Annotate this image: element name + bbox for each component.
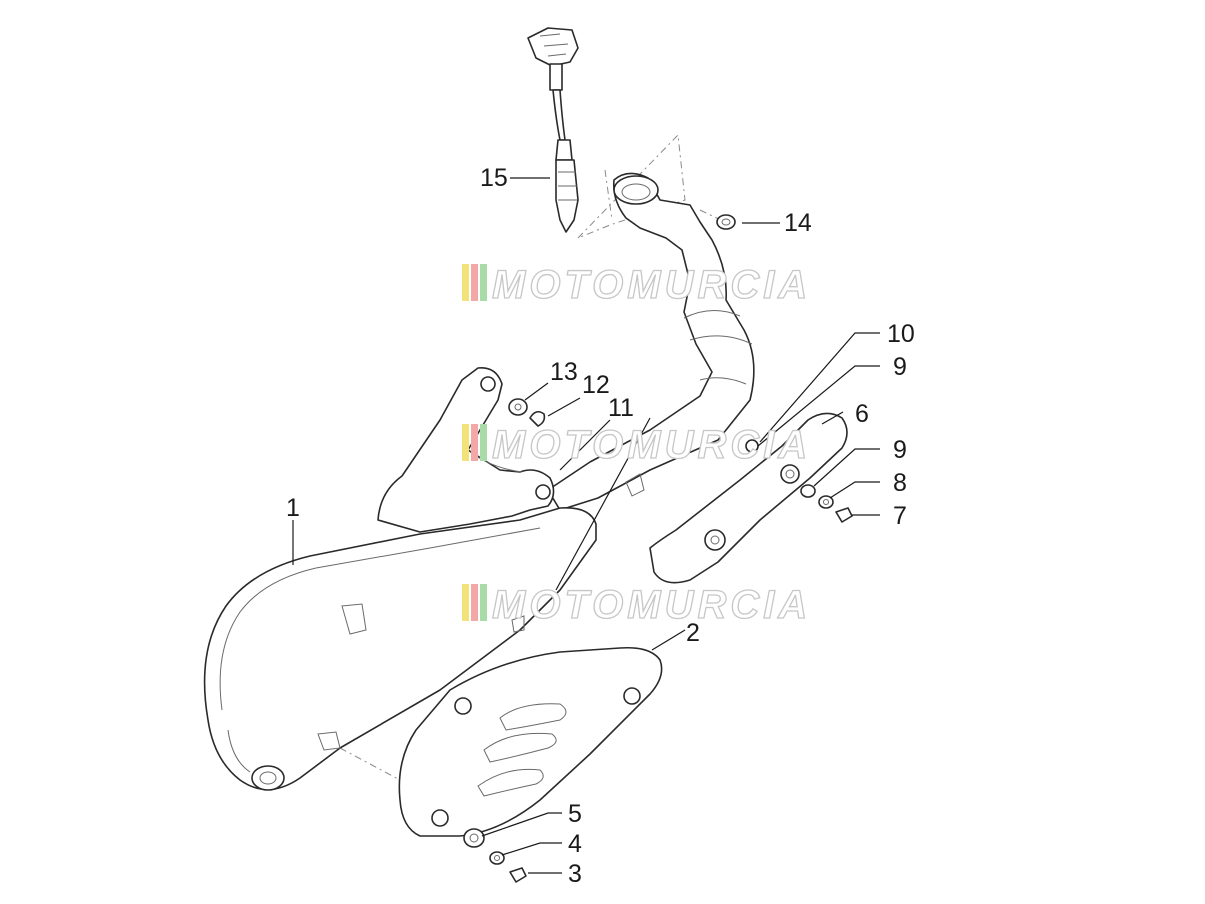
callout-9-upper: 9 [893,353,907,381]
callout-14: 14 [784,209,812,237]
watermark-1: MOTOMURCIA [462,262,811,308]
watermark-2: MOTOMURCIA [462,422,811,468]
watermark-text: MOTOMURCIA [492,263,811,307]
callout-7: 7 [893,502,907,530]
callout-1: 1 [286,494,300,522]
muffler-heat-shield [398,646,663,837]
callout-15: 15 [480,164,508,192]
callout-5: 5 [568,800,582,828]
nut-14 [716,214,736,230]
screw-3 [509,867,527,883]
leader-lines [292,177,880,874]
callout-13: 13 [550,358,578,386]
callout-9-lower: 9 [893,436,907,464]
washer-4 [489,851,505,865]
exhaust-manifold-pipe [547,172,755,511]
washer-9-top [800,484,816,498]
washer-13 [508,398,528,416]
callout-4: 4 [568,830,582,858]
callout-10: 10 [887,320,915,348]
callout-labels: 1 2 3 4 5 6 7 8 9 9 10 11 12 13 14 15 [286,164,915,888]
callout-3: 3 [568,860,582,888]
oxygen-sensor [527,27,579,233]
callout-8: 8 [893,469,907,497]
callout-6: 6 [855,400,869,428]
watermark-text: MOTOMURCIA [492,423,811,467]
screw-7 [835,507,853,523]
watermark-3: MOTOMURCIA [462,582,811,628]
watermark-text: MOTOMURCIA [492,583,811,627]
washer-8 [818,495,834,509]
callout-2: 2 [686,619,700,647]
muffler [203,507,597,791]
clip-12 [529,410,546,427]
callout-11: 11 [608,394,634,422]
grommet-5 [463,828,485,848]
pipe-heat-shield [649,412,848,584]
callout-12: 12 [582,371,610,399]
